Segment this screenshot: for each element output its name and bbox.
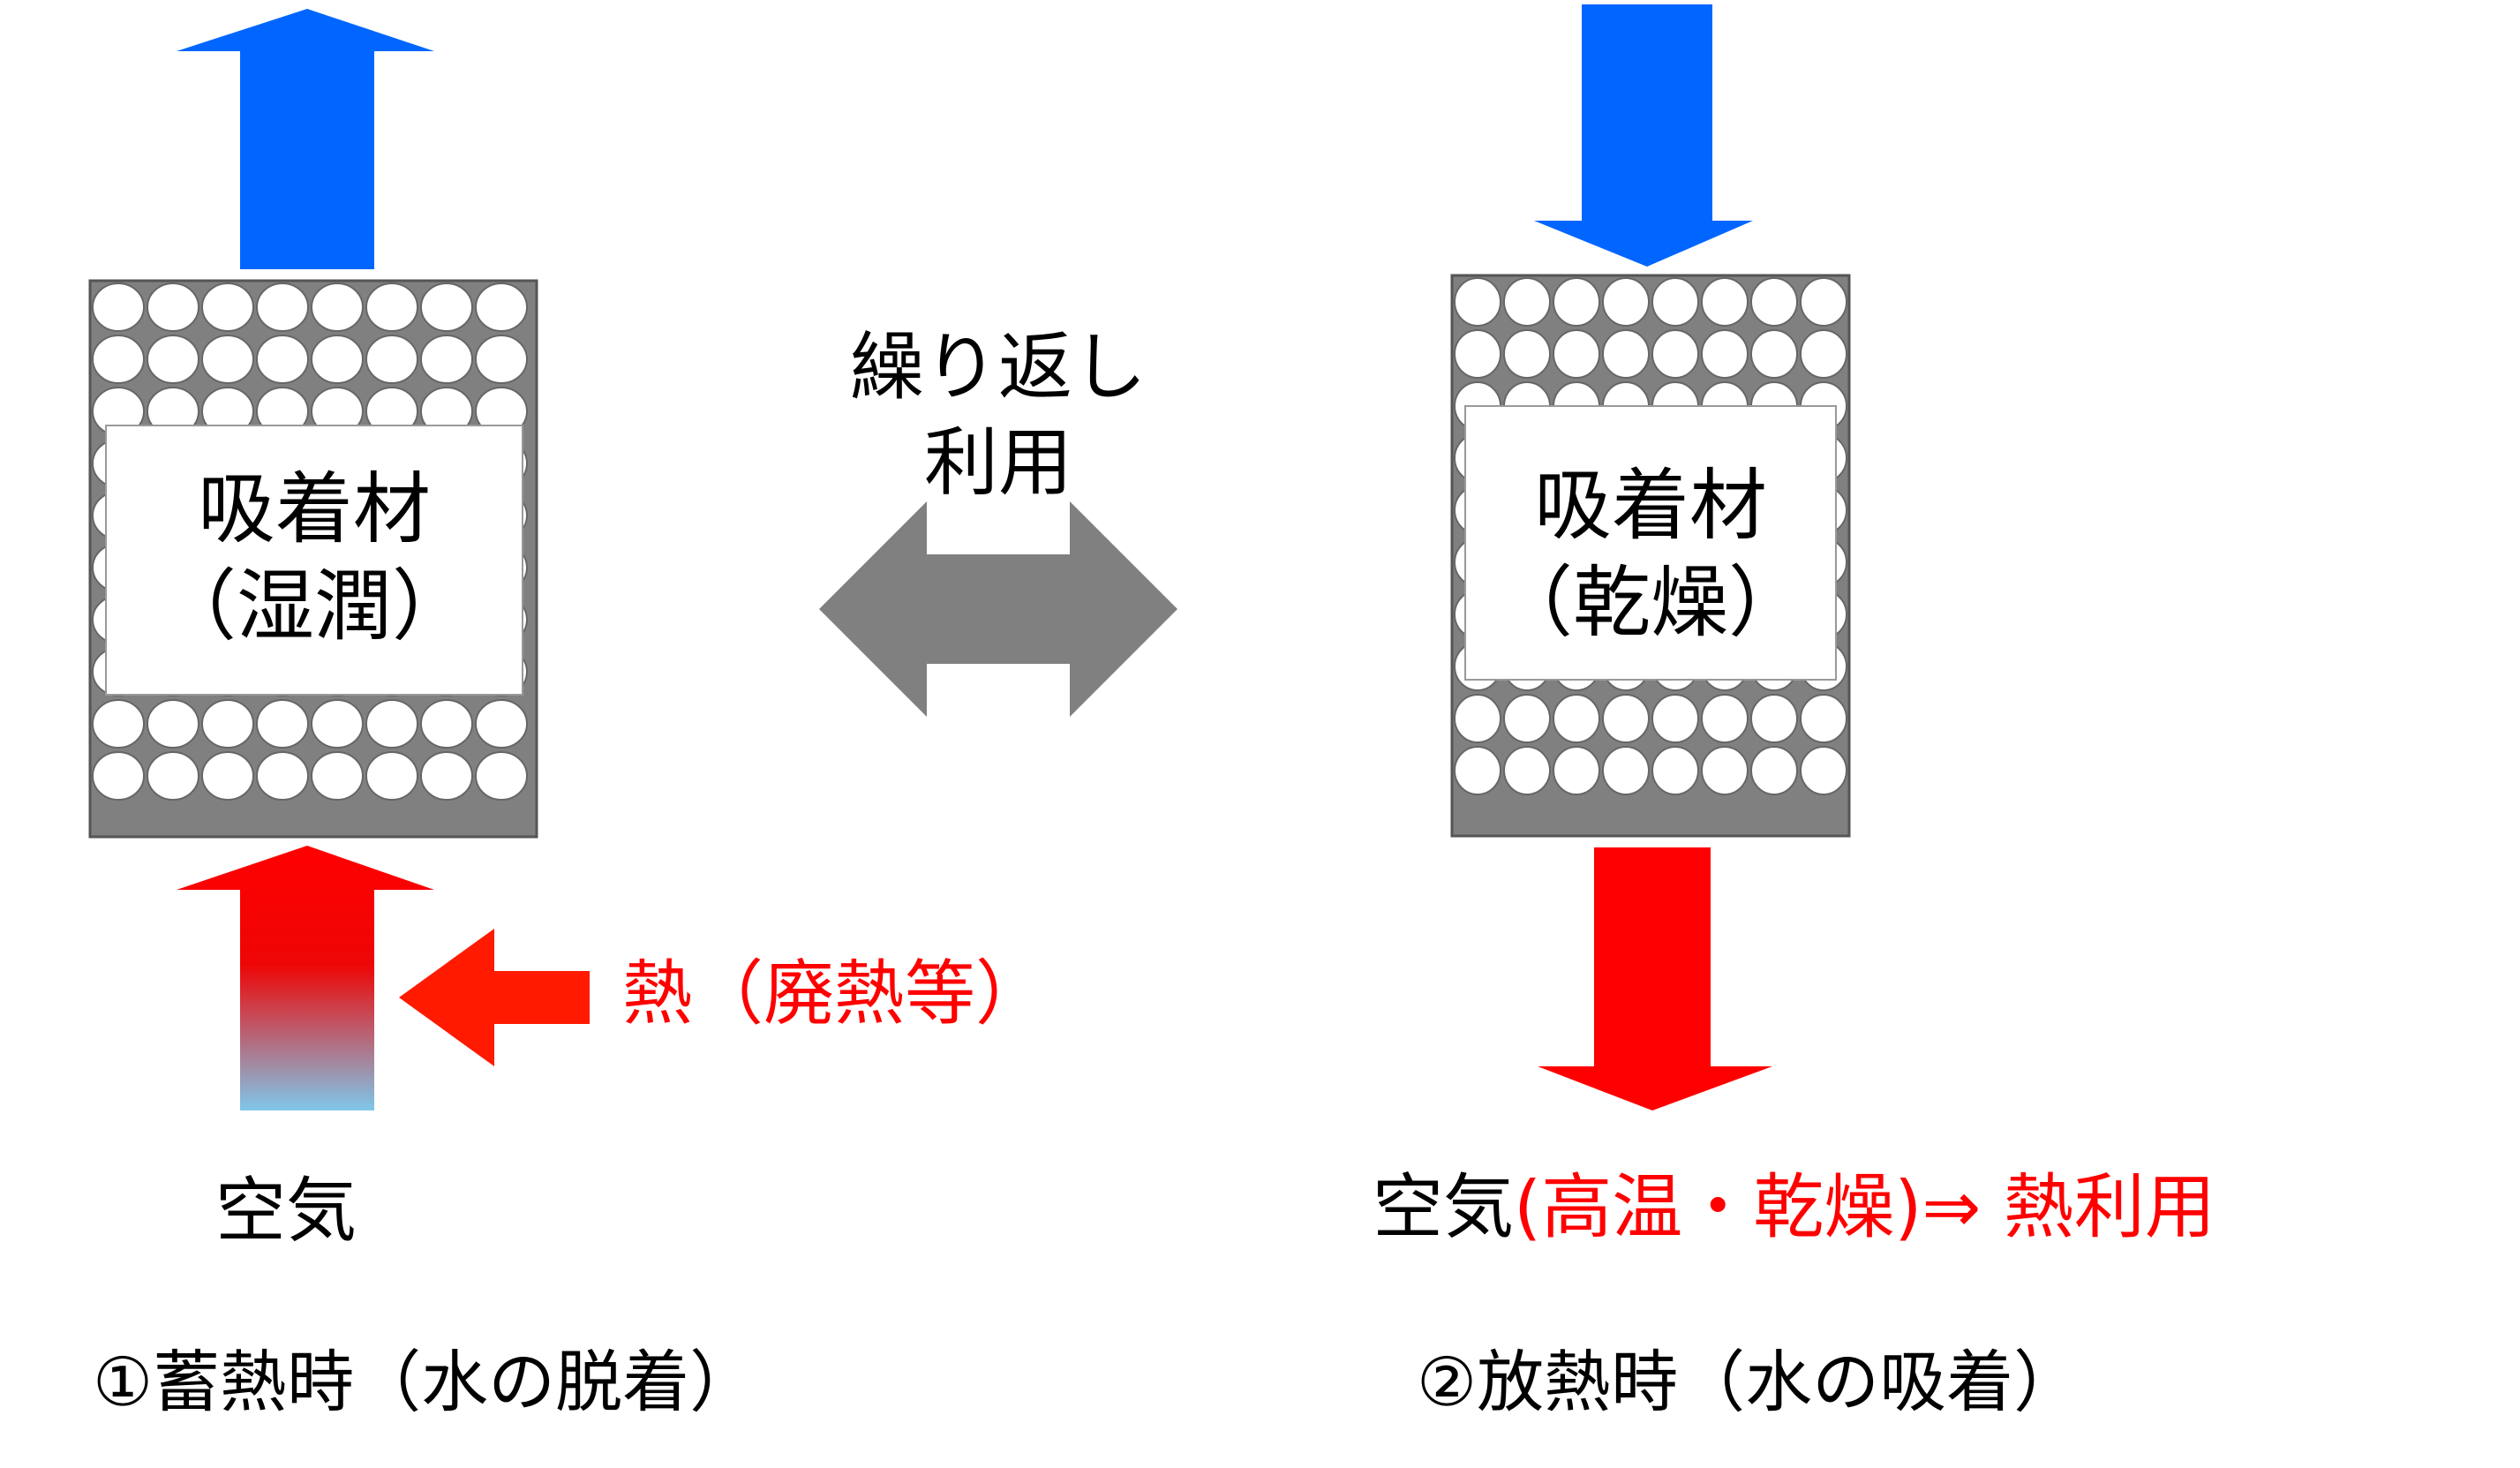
adsorbent-particle — [1750, 694, 1798, 743]
adsorbent-particle — [1503, 746, 1551, 795]
adsorbent-particle — [1503, 329, 1551, 379]
repeat-use-label: 繰り返し 利用 — [839, 320, 1158, 510]
adsorbent-particle — [201, 282, 254, 332]
repeat-use-double-arrow — [819, 501, 1177, 717]
adsorbent-particle — [420, 335, 473, 384]
adsorbent-particle — [420, 751, 473, 801]
adsorbent-particle — [475, 335, 528, 384]
adsorbent-particle — [92, 335, 145, 384]
adsorbent-particle — [147, 751, 199, 801]
adsorbent-particle — [1553, 694, 1600, 743]
adsorbent-particle — [1454, 746, 1501, 795]
left-inflow-arrow-up — [177, 846, 434, 1110]
adsorbent-particle — [1651, 694, 1699, 743]
adsorbent-particle — [1651, 329, 1699, 379]
adsorbent-particle — [256, 335, 309, 384]
adsorbent-particle — [201, 699, 254, 749]
adsorbent-particle — [475, 751, 528, 801]
adsorbent-particle — [1503, 694, 1551, 743]
adsorbent-particle — [311, 335, 364, 384]
right-adsorbent-label: 吸着材 （乾燥） — [1465, 457, 1836, 651]
adsorbent-particle — [1750, 277, 1798, 327]
adsorbent-particle — [147, 335, 199, 384]
adsorbent-particle — [92, 699, 145, 749]
adsorbent-particle — [147, 282, 199, 332]
adsorbent-particle — [1701, 694, 1749, 743]
left-air-label: 空気 — [215, 1170, 357, 1252]
right-adsorbent-block — [1450, 274, 1851, 838]
adsorbent-particle — [311, 282, 364, 332]
adsorbent-particle — [420, 282, 473, 332]
adsorbent-particle — [1553, 746, 1600, 795]
right-air-label: 空気(高温・乾燥)⇒ 熱利用 — [1373, 1172, 2215, 1243]
adsorbent-particle — [1701, 746, 1749, 795]
adsorbent-particle — [365, 699, 418, 749]
adsorbent-particle — [1503, 277, 1551, 327]
adsorbent-particle — [1800, 277, 1847, 327]
adsorbent-particle — [201, 335, 254, 384]
adsorbent-particle — [1750, 746, 1798, 795]
adsorbent-particle — [1651, 277, 1699, 327]
adsorbent-particle — [92, 282, 145, 332]
adsorbent-particle — [147, 699, 199, 749]
heat-input-arrow-left — [399, 929, 590, 1066]
right-caption: ②放熱時（水の吸着） — [1417, 1343, 2081, 1421]
adsorbent-particle — [1800, 694, 1847, 743]
adsorbent-particle — [1454, 277, 1501, 327]
right-inflow-arrow-down — [1534, 4, 1753, 267]
adsorbent-particle — [256, 699, 309, 749]
left-adsorbent-label-line1: 吸着材 — [197, 463, 431, 554]
adsorbent-particle — [475, 699, 528, 749]
right-outflow-arrow-down — [1538, 847, 1772, 1110]
right-adsorbent-label-line2: （乾燥） — [1494, 557, 1806, 648]
adsorbent-particle — [1800, 746, 1847, 795]
adsorbent-particle — [256, 751, 309, 801]
adsorbent-particle — [1800, 329, 1847, 379]
adsorbent-particle — [311, 751, 364, 801]
left-adsorbent-label: 吸着材 （湿潤） — [106, 461, 523, 655]
left-outflow-arrow-up — [177, 9, 434, 269]
repeat-use-label-line1: 繰り返し — [849, 324, 1147, 410]
adsorbent-particle — [1701, 329, 1749, 379]
adsorbent-particle — [365, 751, 418, 801]
adsorbent-particle — [1750, 329, 1798, 379]
adsorbent-particle — [420, 699, 473, 749]
adsorbent-particle — [256, 282, 309, 332]
adsorbent-particle — [1602, 329, 1650, 379]
left-adsorbent-label-line2: （湿潤） — [158, 561, 470, 651]
left-adsorbent-label-panel — [105, 425, 523, 696]
adsorbent-particle — [475, 282, 528, 332]
adsorbent-particle — [1454, 329, 1501, 379]
adsorbent-particle — [365, 282, 418, 332]
adsorbent-particle — [1602, 746, 1650, 795]
adsorbent-particle — [1701, 277, 1749, 327]
right-air-label-prefix: 空気 — [1373, 1166, 1514, 1248]
right-air-label-suffix: (高温・乾燥)⇒ 熱利用 — [1514, 1166, 2215, 1248]
adsorbent-particle — [1602, 694, 1650, 743]
adsorbent-particle — [201, 751, 254, 801]
right-adsorbent-label-line1: 吸着材 — [1533, 460, 1767, 551]
adsorbent-particle — [1553, 277, 1600, 327]
repeat-use-label-line2: 利用 — [923, 419, 1072, 506]
left-caption: ①蓄熱時（水の脱着） — [93, 1343, 757, 1421]
heat-source-label: 熱（廃熱等） — [622, 952, 1046, 1035]
left-adsorbent-block — [88, 279, 538, 839]
adsorbent-particle — [1602, 277, 1650, 327]
adsorbent-particle — [1553, 329, 1600, 379]
adsorbent-particle — [1454, 694, 1501, 743]
right-adsorbent-label-panel — [1464, 405, 1837, 681]
adsorbent-particle — [365, 335, 418, 384]
adsorbent-particle — [92, 751, 145, 801]
adsorbent-particle — [311, 699, 364, 749]
adsorbent-particle — [1651, 746, 1699, 795]
